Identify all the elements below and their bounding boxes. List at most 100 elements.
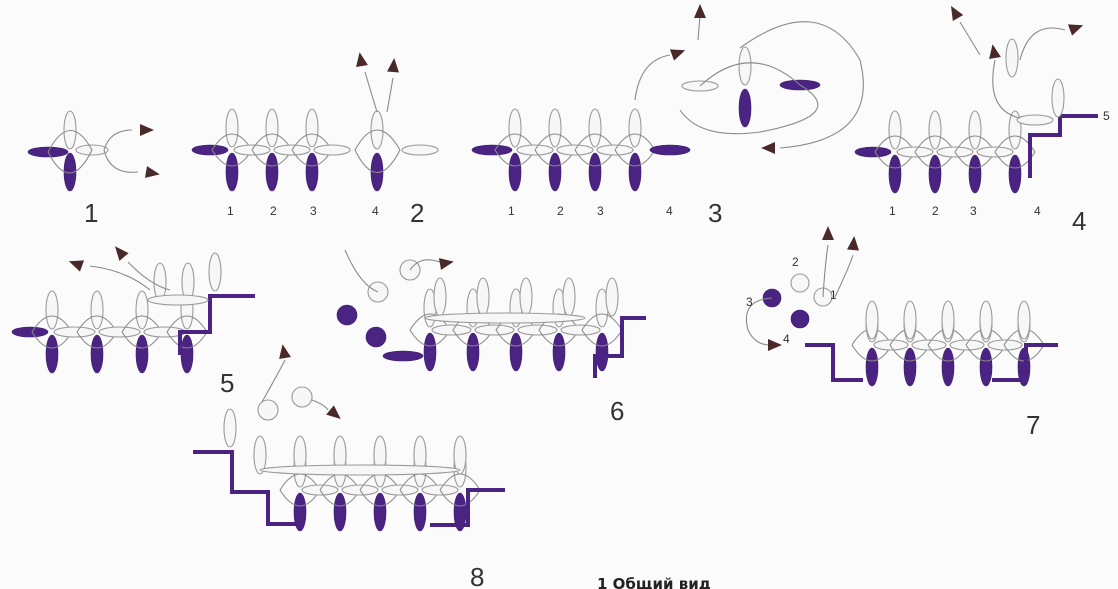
thread-path <box>614 149 656 167</box>
purple-bead-vertical <box>865 347 879 387</box>
step-3-bead-label-2: 2 <box>557 204 564 218</box>
white-bead-horizontal <box>431 324 472 336</box>
white-bead-horizontal <box>401 144 439 156</box>
purple-bead-vertical <box>738 88 752 128</box>
step-3-number: 3 <box>708 198 722 228</box>
thread-path <box>614 133 656 151</box>
step-3-bead-label-3: 3 <box>597 204 604 218</box>
purple-bead-vertical <box>333 492 347 532</box>
purple-bead-horizontal <box>854 146 892 158</box>
white-bead-vertical <box>265 108 279 148</box>
arrow-icon <box>68 260 85 272</box>
thread-path <box>679 62 819 135</box>
purple-bead-vertical <box>1008 154 1022 194</box>
step-3-bead-label-1: 1 <box>508 204 515 218</box>
thread-path <box>386 77 394 113</box>
thread-path <box>581 313 623 331</box>
purple-bead-vertical <box>135 334 149 374</box>
purple-bead-vertical <box>888 154 902 194</box>
thread-path <box>166 331 208 349</box>
arrow-icon <box>115 246 129 261</box>
step-7-number: 7 <box>1026 410 1040 440</box>
purple-bead-vertical <box>928 154 942 194</box>
white-bead-horizontal <box>1016 114 1054 126</box>
arrow-icon <box>140 124 154 136</box>
thread-path <box>166 315 208 333</box>
white-bead-vertical <box>979 300 993 340</box>
white-bead-horizontal <box>424 312 586 324</box>
beads-layer <box>11 4 1098 532</box>
purple-bead-vertical <box>373 492 387 532</box>
arrow-icon <box>144 166 160 178</box>
purple-bead-vertical <box>225 152 239 192</box>
white-bead-vertical <box>1051 78 1065 118</box>
white-bead-vertical <box>941 300 955 340</box>
purple-bead-vertical <box>413 492 427 532</box>
white-bead-horizontal <box>873 339 909 351</box>
white-bead-vertical <box>508 108 522 148</box>
purple-bead-vertical <box>595 332 609 372</box>
arrow-icon <box>356 52 368 68</box>
arrow-icon <box>326 405 341 419</box>
purple-thread-path <box>430 488 505 527</box>
thread-path <box>992 59 1021 119</box>
thread-path <box>439 489 481 507</box>
step-8-number: 8 <box>470 562 484 589</box>
step-4-bead-label-5: 5 <box>1103 109 1110 123</box>
thread-path <box>311 399 329 411</box>
white-bead-vertical <box>223 408 237 448</box>
step-7-bead-label-2: 2 <box>792 255 799 269</box>
step-7-bead-label-1: 1 <box>830 288 837 302</box>
white-round-bead <box>257 399 279 421</box>
thread-path <box>739 21 864 149</box>
purple-thread-path <box>992 343 1058 382</box>
white-bead-vertical <box>305 108 319 148</box>
thread-path <box>89 265 151 291</box>
white-bead-horizontal <box>313 144 351 156</box>
arrow-icon <box>761 142 775 154</box>
step-7-bead-label-3: 3 <box>746 295 753 309</box>
arrow-icon <box>694 4 706 18</box>
white-bead-vertical <box>928 110 942 150</box>
purple-bead-horizontal <box>382 350 424 362</box>
purple-bead-vertical <box>552 332 566 372</box>
thread-path <box>103 149 139 173</box>
white-bead-vertical <box>628 108 642 148</box>
purple-bead-horizontal <box>11 326 49 338</box>
step-2-bead-label-2: 2 <box>270 204 277 218</box>
white-bead-vertical <box>519 277 533 317</box>
step-4-bead-label-1: 1 <box>889 204 896 218</box>
white-bead-horizontal <box>259 464 461 476</box>
white-bead-vertical <box>90 290 104 330</box>
white-round-bead <box>790 273 810 293</box>
purple-bead-vertical <box>293 492 307 532</box>
arrow-icon <box>847 236 859 251</box>
thread-path <box>261 359 286 403</box>
thread-path <box>354 149 401 174</box>
step-4-bead-label-3: 3 <box>970 204 977 218</box>
purple-bead-vertical <box>903 347 917 387</box>
step-3-bead-label-4: 4 <box>666 204 673 218</box>
arrow-icon <box>438 258 454 270</box>
purple-bead-horizontal <box>191 144 229 156</box>
arrow-icon <box>279 344 291 360</box>
purple-bead-vertical <box>423 332 437 372</box>
purple-thread-path <box>593 316 646 378</box>
thread-path <box>822 244 829 298</box>
purple-bead-horizontal <box>471 144 513 156</box>
arrow-icon <box>951 5 964 21</box>
step-4-bead-label-2: 2 <box>932 204 939 218</box>
purple-bead-vertical <box>941 347 955 387</box>
white-bead-horizontal <box>911 339 947 351</box>
step-2-bead-label-4: 4 <box>372 204 379 218</box>
purple-thread-path <box>193 450 300 526</box>
white-bead-vertical <box>453 435 467 475</box>
white-bead-horizontal <box>987 339 1023 351</box>
step-1-number: 1 <box>84 198 98 228</box>
white-bead-vertical <box>1017 300 1031 340</box>
thread-path <box>364 71 378 113</box>
step-4-bead-label-4: 4 <box>1034 204 1041 218</box>
white-bead-vertical <box>562 277 576 317</box>
